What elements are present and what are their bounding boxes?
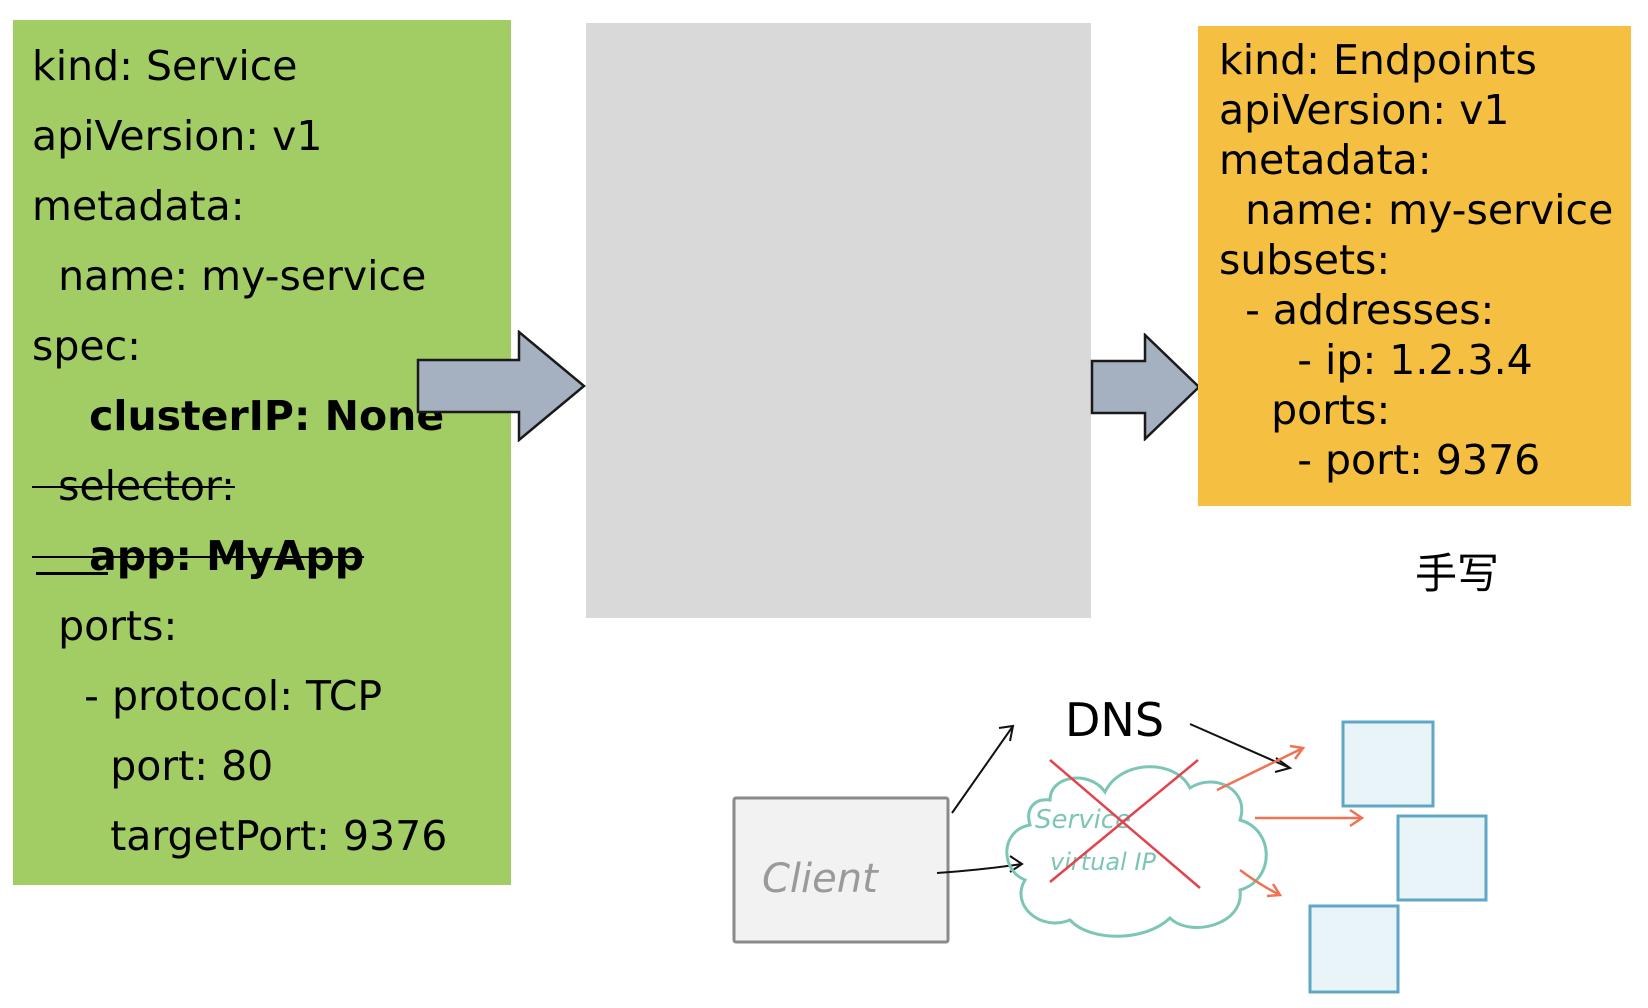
service-virtual-ip-cloud: Service virtual IP bbox=[1005, 765, 1268, 938]
service-label: Service bbox=[1035, 805, 1131, 835]
arrow-virtual-ip-to-pod-3 bbox=[1239, 868, 1283, 898]
endpoints-yaml-line-metadata: metadata: bbox=[1219, 136, 1432, 184]
endpoints-yaml-line-apiversion: apiVersion: v1 bbox=[1219, 86, 1510, 134]
service-yaml-line-clusterip: clusterIP: None bbox=[32, 392, 445, 440]
endpoints-yaml-line-name: name: my-service bbox=[1219, 186, 1614, 234]
service-yaml-line-targetport: targetPort: 9376 bbox=[32, 812, 448, 860]
arrow-virtual-ip-to-pod-2 bbox=[1255, 808, 1365, 828]
service-yaml-line-kind: kind: Service bbox=[32, 42, 298, 90]
arrow-virtual-ip-to-pod-1 bbox=[1216, 744, 1306, 792]
endpoints-yaml-line-ip: - ip: 1.2.3.4 bbox=[1219, 336, 1533, 384]
service-yaml-line-port: port: 80 bbox=[32, 742, 274, 790]
client-label: Client bbox=[762, 856, 879, 902]
endpoints-yaml-line-addresses: - addresses: bbox=[1219, 286, 1495, 334]
virtual-ip-label: virtual IP bbox=[1050, 848, 1156, 876]
service-yaml-panel: kind: Service apiVersion: v1 metadata: n… bbox=[13, 20, 511, 885]
client-box: Client bbox=[732, 796, 950, 944]
service-yaml-line-spec: spec: bbox=[32, 322, 141, 370]
endpoints-yaml-panel: kind: Endpoints apiVersion: v1 metadata:… bbox=[1198, 26, 1631, 506]
handwritten-label: 手写 bbox=[1415, 549, 1500, 598]
arrow-service-to-middle bbox=[416, 330, 586, 442]
service-yaml-line-apiversion: apiVersion: v1 bbox=[32, 112, 323, 160]
strike-through-mark bbox=[36, 572, 108, 575]
dns-label: DNS bbox=[1065, 693, 1165, 747]
endpoints-yaml-line-port: - port: 9376 bbox=[1219, 436, 1541, 484]
service-yaml-line-protocol: - protocol: TCP bbox=[32, 672, 383, 720]
pod-box-2 bbox=[1396, 814, 1488, 902]
pod-box-3 bbox=[1308, 904, 1400, 994]
pod-box-1 bbox=[1341, 720, 1435, 808]
arrow-middle-to-endpoints bbox=[1090, 333, 1201, 441]
endpoints-yaml-line-subsets: subsets: bbox=[1219, 236, 1391, 284]
endpoints-yaml-line-ports: ports: bbox=[1219, 386, 1391, 434]
arrow-client-to-virtual-ip bbox=[936, 855, 1024, 874]
service-yaml-line-selector: selector: bbox=[32, 462, 235, 510]
service-yaml-line-ports: ports: bbox=[32, 602, 178, 650]
cross-out-mark bbox=[1049, 759, 1201, 889]
service-yaml-line-app: app: MyApp bbox=[32, 532, 365, 580]
endpoints-yaml-line-kind: kind: Endpoints bbox=[1219, 36, 1537, 84]
service-yaml-line-name: name: my-service bbox=[32, 252, 427, 300]
network-sketch: Client Service virtual IP bbox=[732, 720, 1488, 994]
arrow-dns-to-pods bbox=[1189, 723, 1293, 773]
middle-placeholder-panel bbox=[586, 23, 1091, 618]
arrow-client-to-dns bbox=[951, 724, 1015, 814]
service-yaml-line-metadata: metadata: bbox=[32, 182, 245, 230]
